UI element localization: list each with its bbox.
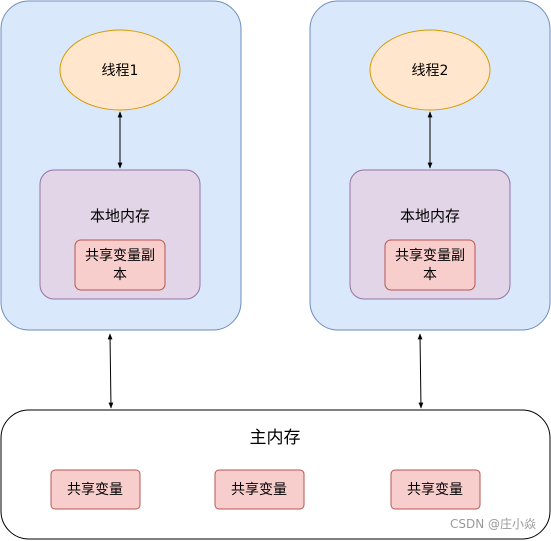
- local-memory-label: 本地内存: [90, 207, 150, 225]
- shared-variable-box: [50, 469, 141, 510]
- shared-variable-label: 共享变量: [231, 481, 287, 498]
- watermark-text: CSDN @庄小焱: [450, 516, 536, 531]
- shared-variable-label: 共享变量: [67, 481, 123, 498]
- thread1-main-memory-arrow: [107, 333, 114, 409]
- shared-variable-copy-box: [384, 239, 476, 291]
- thread-ellipse: [369, 29, 491, 111]
- shared-variable-box: [214, 469, 305, 510]
- main-memory-label: 主内存: [250, 428, 301, 448]
- thread2-main-memory-arrow: [417, 333, 424, 409]
- local-memory-label: 本地内存: [400, 207, 460, 225]
- shared-variable-label: 共享变量: [407, 481, 463, 498]
- thread-label: 线程1: [102, 63, 139, 79]
- shared-variable-copy-label-line1: 共享变量副: [395, 247, 465, 264]
- thread-group-1: 线程1 本地内存 共享变量副 本: [0, 0, 242, 331]
- shared-variable-copy-label-line2: 本: [113, 267, 127, 283]
- thread-label: 线程2: [412, 63, 449, 79]
- shared-variable-copy-label-line2: 本: [423, 267, 437, 283]
- thread-group-2: 线程2 本地内存 共享变量副 本: [309, 0, 551, 331]
- shared-variable-box: [390, 469, 481, 510]
- shared-variable-copy-box: [74, 239, 166, 291]
- shared-variable-copy-label-line1: 共享变量副: [85, 247, 155, 264]
- thread-ellipse: [59, 29, 181, 111]
- main-memory-group: 主内存 共享变量 共享变量 共享变量: [0, 409, 551, 540]
